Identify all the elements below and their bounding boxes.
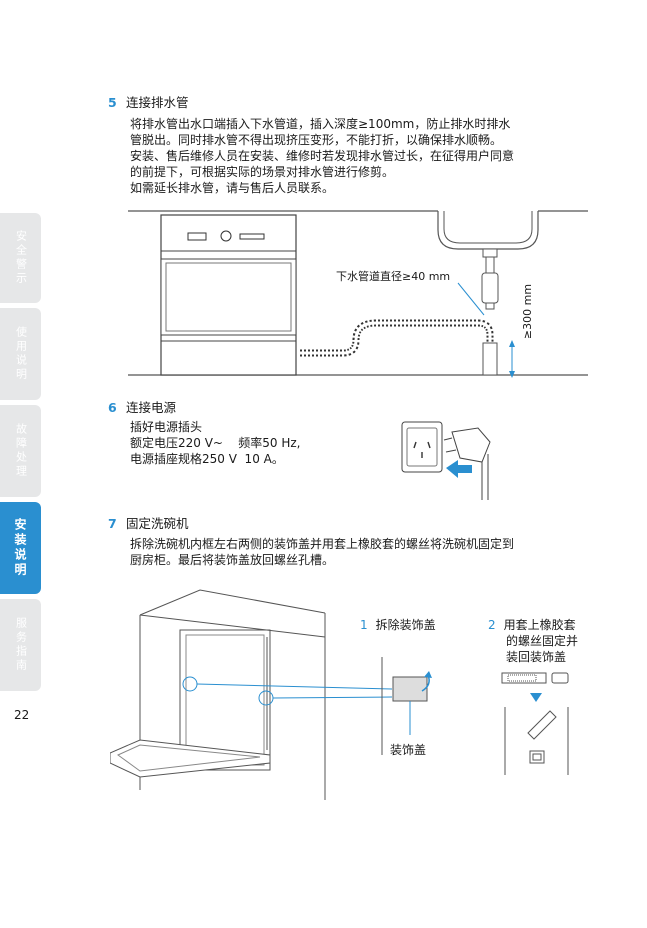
section-number: 5	[108, 95, 126, 110]
paragraph-line: 将排水管出水口端插入下水管道，插入深度≥100mm，防止排水时排水	[130, 116, 514, 132]
paragraph-line: 安装、售后维修人员在安装、维修时若发现排水管过长，在征得用户同意	[130, 148, 514, 164]
section-5-body: 将排水管出水口端插入下水管道，插入深度≥100mm，防止排水时排水 管脱出。同时…	[130, 116, 514, 196]
step-2-label: 2 用套上橡胶套 的螺丝固定并 装回装饰盖	[488, 617, 578, 665]
section-7-body: 拆除洗碗机内框左右两侧的装饰盖并用套上橡胶套的螺丝将洗碗机固定到 厨房柜。最后将…	[130, 536, 514, 568]
sidebar-tab-troubleshooting[interactable]: 故障处理	[0, 405, 41, 497]
step-1-label: 1 拆除装饰盖	[360, 617, 436, 633]
sidebar-tab-label: 安装说明	[12, 518, 29, 578]
page-number: 22	[14, 708, 29, 722]
section-number: 7	[108, 516, 126, 531]
decorative-cover-label: 装饰盖	[390, 741, 426, 758]
section-6-body: 插好电源插头 额定电压220 V~ 频率50 Hz, 电源插座规格250 V 1…	[130, 419, 300, 467]
paragraph-line: 插好电源插头	[130, 419, 300, 435]
sidebar-tab-service[interactable]: 服务指南	[0, 599, 41, 691]
paragraph-line: 的前提下，可根据实际的场景对排水管进行修剪。	[130, 164, 514, 180]
sidebar-tab-label: 安全警示	[13, 230, 29, 286]
step-number: 1	[360, 618, 368, 632]
step-text: 拆除装饰盖	[376, 618, 436, 632]
plug-socket-illustration	[398, 418, 508, 502]
height-label: ≥300 mm	[521, 284, 534, 339]
section-6-heading: 6连接电源	[108, 397, 176, 416]
drain-hose-diagram	[128, 205, 588, 385]
step-text: 装回装饰盖	[488, 649, 578, 665]
section-title: 固定洗碗机	[126, 516, 189, 531]
pipe-diameter-label: 下水管道直径≥40 mm	[336, 268, 450, 284]
section-5-heading: 5连接排水管	[108, 92, 189, 111]
section-number: 6	[108, 400, 126, 415]
paragraph-line: 额定电压220 V~ 频率50 Hz,	[130, 435, 300, 451]
step-text: 的螺丝固定并	[488, 633, 578, 649]
sidebar-tab-installation[interactable]: 安装说明	[0, 502, 41, 594]
sidebar-tab-safety[interactable]: 安全警示	[0, 213, 41, 303]
sidebar-tab-label: 使用说明	[13, 326, 29, 382]
paragraph-line: 厨房柜。最后将装饰盖放回螺丝孔槽。	[130, 552, 514, 568]
paragraph-line: 如需延长排水管，请与售后人员联系。	[130, 180, 514, 196]
paragraph-line: 管脱出。同时排水管不得出现挤压变形，不能打折，以确保排水顺畅。	[130, 132, 514, 148]
section-title: 连接排水管	[126, 95, 189, 110]
section-title: 连接电源	[126, 400, 176, 415]
sidebar-tab-label: 故障处理	[13, 423, 29, 479]
step-number: 2	[488, 618, 496, 632]
paragraph-line: 拆除洗碗机内框左右两侧的装饰盖并用套上橡胶套的螺丝将洗碗机固定到	[130, 536, 514, 552]
sidebar-tab-label: 服务指南	[13, 617, 29, 673]
step-text: 用套上橡胶套	[504, 618, 576, 632]
section-7-heading: 7固定洗碗机	[108, 513, 189, 532]
sidebar-tab-usage[interactable]: 使用说明	[0, 308, 41, 400]
paragraph-line: 电源插座规格250 V 10 A。	[130, 451, 300, 467]
